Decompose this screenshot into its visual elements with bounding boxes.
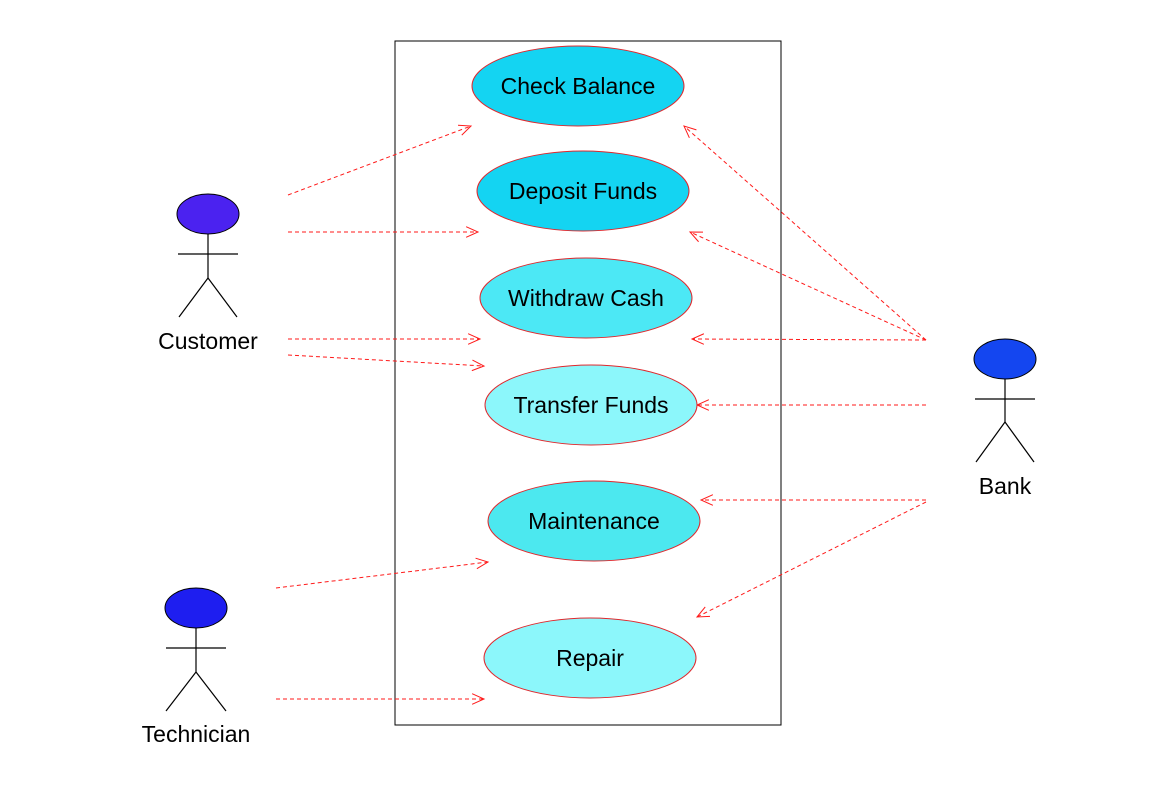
use-case-repair-shape [483,617,697,699]
use-case-withdraw-cash[interactable]: Withdraw Cash [479,257,693,339]
association-line [287,354,485,367]
use-case-check-balance-shape [471,45,685,127]
actor-customer-label: Customer [158,328,258,354]
use-case-check-balance[interactable]: Check Balance [471,45,685,127]
association-line [691,338,927,341]
actor-customer[interactable]: Customer [158,193,258,354]
association-line [287,125,472,196]
use-case-maintenance-shape [487,480,701,562]
association-customer-to-transfer-funds[interactable] [287,354,486,372]
use-case-withdraw-cash-shape [479,257,693,339]
arrowhead [471,693,486,705]
arrowhead [695,606,711,618]
use-case-maintenance-label: Maintenance [528,508,660,534]
use-case-deposit-funds[interactable]: Deposit Funds [476,150,690,232]
actor-customer-left-leg [178,277,209,318]
arrowhead [683,125,697,139]
arrowhead [471,359,486,372]
association-line [683,125,927,341]
association-line [689,231,927,341]
associations-layer [275,124,927,705]
actor-technician-left-leg [165,671,197,712]
use-case-maintenance[interactable]: Maintenance [487,480,701,562]
arrowhead [467,333,482,345]
association-customer-to-deposit-funds[interactable] [288,226,480,238]
arrowhead [465,226,480,238]
use-case-repair[interactable]: Repair [483,617,697,699]
arrowhead [457,124,473,136]
association-customer-to-check-balance[interactable] [287,124,473,196]
actor-technician-label: Technician [142,721,251,747]
system-boundary [394,40,782,726]
arrowhead [699,494,714,506]
actor-bank-head [973,338,1037,380]
use-case-deposit-funds-shape [476,150,690,232]
association-bank-to-transfer-funds[interactable] [695,399,926,411]
association-bank-to-check-balance[interactable] [683,125,927,341]
actor-bank-label: Bank [979,473,1032,499]
association-bank-to-repair[interactable] [695,501,927,618]
arrowhead [475,557,490,570]
actor-bank-left-leg [975,421,1006,463]
arrowhead [690,333,705,345]
arrowhead [688,231,704,243]
use-case-transfer-funds-label: Transfer Funds [513,392,668,418]
actor-customer-head [176,193,240,235]
actor-bank[interactable]: Bank [973,338,1037,499]
use-case-transfer-funds[interactable]: Transfer Funds [484,364,698,446]
actor-technician-head [164,587,228,629]
association-customer-to-withdraw-cash[interactable] [288,333,482,345]
use-case-withdraw-cash-label: Withdraw Cash [508,285,664,311]
association-bank-to-withdraw-cash[interactable] [690,333,927,345]
use-case-check-balance-label: Check Balance [501,73,656,99]
association-line [275,561,489,589]
association-technician-to-repair[interactable] [276,693,486,705]
association-bank-to-deposit-funds[interactable] [688,231,927,341]
actor-technician-right-leg [195,671,227,712]
use-case-transfer-funds-shape [484,364,698,446]
actor-bank-right-leg [1004,421,1035,463]
association-line [696,501,927,618]
actor-technician[interactable]: Technician [142,587,251,747]
association-technician-to-maintenance[interactable] [275,557,490,589]
actor-customer-right-leg [207,277,238,318]
use-case-deposit-funds-label: Deposit Funds [509,178,657,204]
association-bank-to-maintenance[interactable] [699,494,926,506]
use-case-repair-label: Repair [556,645,624,671]
